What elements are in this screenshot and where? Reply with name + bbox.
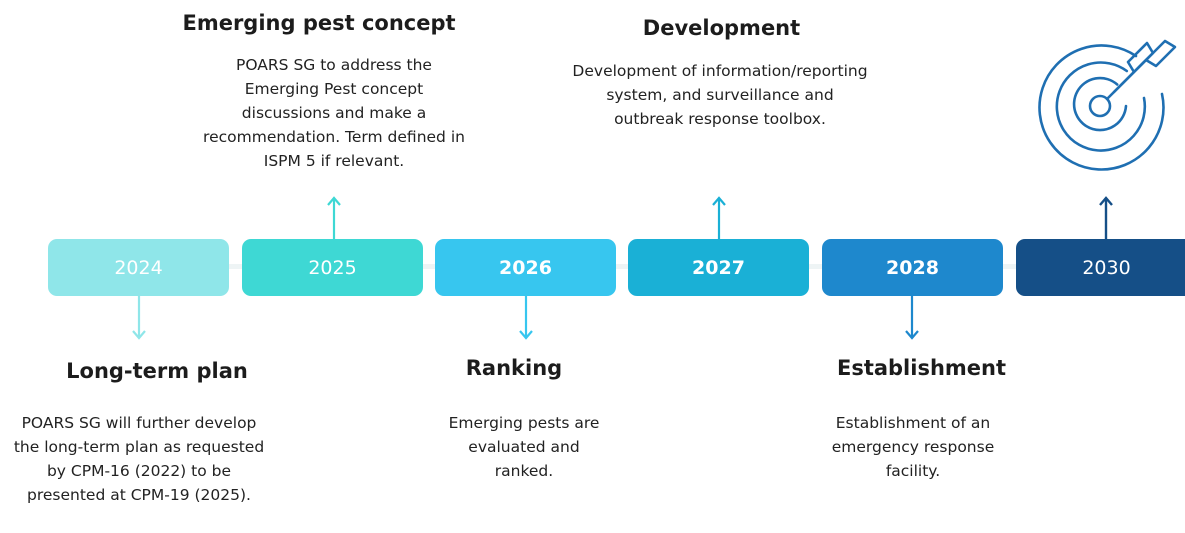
ranking-heading: Ranking bbox=[465, 356, 563, 380]
arrow-down-2024 bbox=[132, 296, 146, 340]
development-description: Development of information/reporting sys… bbox=[572, 62, 868, 128]
arrow-up-2027 bbox=[712, 196, 726, 240]
establishment-description: Establishment of an emergency response f… bbox=[831, 414, 995, 480]
ranking-description: Emerging pests are evaluated and ranked. bbox=[448, 414, 600, 480]
emerging-pest-concept-heading: Emerging pest concept bbox=[182, 11, 456, 35]
year-2024-box: 2024 bbox=[48, 239, 229, 296]
long-term-plan-heading: Long-term plan bbox=[66, 359, 248, 383]
year-2030-box: 2030 bbox=[1016, 239, 1185, 296]
year-2026-box: 2026 bbox=[435, 239, 616, 296]
arrow-up-2030 bbox=[1099, 196, 1113, 240]
long-term-plan-description: POARS SG will further develop the long-t… bbox=[13, 414, 265, 504]
year-2025-label: 2025 bbox=[308, 256, 357, 279]
year-2027-label: 2027 bbox=[692, 256, 745, 279]
timeline-line bbox=[48, 264, 1185, 269]
arrow-down-2026 bbox=[519, 296, 533, 340]
year-2028-label: 2028 bbox=[886, 256, 939, 279]
year-2024-label: 2024 bbox=[114, 256, 163, 279]
year-2028-box: 2028 bbox=[822, 239, 1003, 296]
target-with-arrow-icon bbox=[1038, 39, 1177, 171]
year-2027-box: 2027 bbox=[628, 239, 809, 296]
year-2026-label: 2026 bbox=[499, 256, 552, 279]
arrow-up-2025 bbox=[327, 196, 341, 240]
arrow-down-2028 bbox=[905, 296, 919, 340]
emerging-pest-concept-description: POARS SG to address the Emerging Pest co… bbox=[203, 56, 465, 170]
year-2025-box: 2025 bbox=[242, 239, 423, 296]
development-heading: Development bbox=[642, 16, 801, 40]
year-2030-label: 2030 bbox=[1082, 256, 1131, 279]
establishment-heading: Establishment bbox=[836, 356, 1007, 380]
